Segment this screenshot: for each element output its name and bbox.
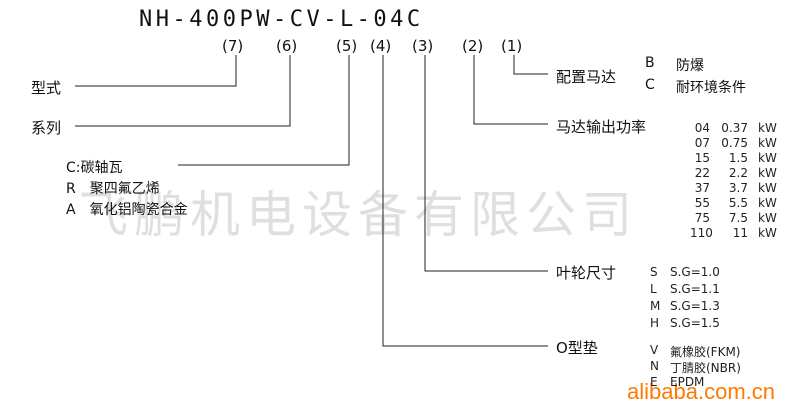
motor-code-c: C	[645, 77, 655, 93]
power-code: 22	[694, 166, 710, 180]
power-value: 3.7	[728, 181, 748, 195]
power-value: 0.75	[721, 136, 748, 150]
connector-power	[473, 55, 548, 125]
oring-value: EPDM	[670, 375, 705, 389]
connector-series	[75, 55, 291, 127]
position-6: (6)	[276, 37, 298, 55]
power-unit: kW	[758, 151, 777, 165]
power-unit: kW	[758, 181, 777, 195]
impeller-value: S.G=1.5	[670, 316, 720, 330]
position-5: (5)	[336, 37, 358, 55]
motor-desc-c: 耐环境条件	[676, 80, 746, 96]
connector-impeller	[424, 55, 548, 272]
impeller-value: S.G=1.1	[670, 282, 720, 296]
position-2: (2)	[462, 37, 484, 55]
power-unit: kW	[758, 196, 777, 210]
series-label: 系列	[31, 119, 62, 137]
impeller-value: S.G=1.3	[670, 299, 720, 313]
oring-code: E	[650, 375, 658, 389]
power-code: 55	[694, 196, 710, 210]
power-value: 2.2	[728, 166, 748, 180]
impeller-label: 叶轮尺寸	[556, 264, 617, 282]
motor-label: 配置马达	[556, 68, 617, 86]
impeller-code: M	[650, 299, 661, 313]
position-1: (1)	[501, 37, 523, 55]
power-value: 7.5	[728, 211, 748, 225]
power-value: 5.5	[728, 196, 748, 210]
position-4: (4)	[370, 37, 392, 55]
impeller-code: H	[650, 316, 660, 330]
power-code: 110	[690, 226, 713, 240]
connector-oring	[382, 55, 548, 347]
power-unit: kW	[758, 136, 777, 150]
power-unit: kW	[758, 166, 777, 180]
power-code: 07	[694, 136, 710, 150]
power-unit: kW	[758, 226, 777, 240]
watermark-text: 飞鹏机电设备有限公司	[78, 186, 638, 244]
oring-label: O型垫	[556, 339, 598, 357]
motor-code-b: B	[645, 55, 655, 71]
power-code: 75	[694, 211, 710, 225]
position-3: (3)	[412, 37, 434, 55]
oring-code: V	[650, 343, 659, 357]
impeller-code: S	[650, 265, 658, 279]
oring-value: 丁腈胶(NBR)	[670, 361, 741, 375]
connector-motor	[513, 55, 548, 75]
power-label: 马达输出功率	[556, 118, 647, 136]
bearing-option-a: A 氧化铝陶瓷合金	[66, 202, 188, 218]
power-unit: kW	[758, 211, 777, 225]
oring-value: 氟橡胶(FKM)	[670, 345, 741, 359]
power-value: 0.37	[721, 121, 748, 135]
power-unit: kW	[758, 121, 777, 135]
power-code: 15	[694, 151, 710, 165]
brand-watermark: alibaba.com.cn	[627, 379, 775, 404]
power-code: 04	[694, 121, 710, 135]
connector-type	[75, 55, 237, 87]
bearing-option-r: R 聚四氟乙烯	[66, 181, 160, 197]
impeller-code: L	[650, 282, 657, 296]
connector-bearing	[178, 55, 350, 166]
motor-desc-b: 防爆	[676, 58, 704, 74]
power-value: 1.5	[728, 151, 748, 165]
power-code: 37	[694, 181, 710, 195]
position-7: (7)	[222, 37, 244, 55]
type-label: 型式	[31, 79, 62, 97]
bearing-option-c: C:碳轴瓦	[66, 160, 123, 176]
power-value: 11	[732, 226, 748, 240]
oring-code: N	[650, 359, 659, 373]
impeller-value: S.G=1.0	[670, 265, 720, 279]
model-code: NH-400PW-CV-L-04C	[139, 7, 424, 32]
